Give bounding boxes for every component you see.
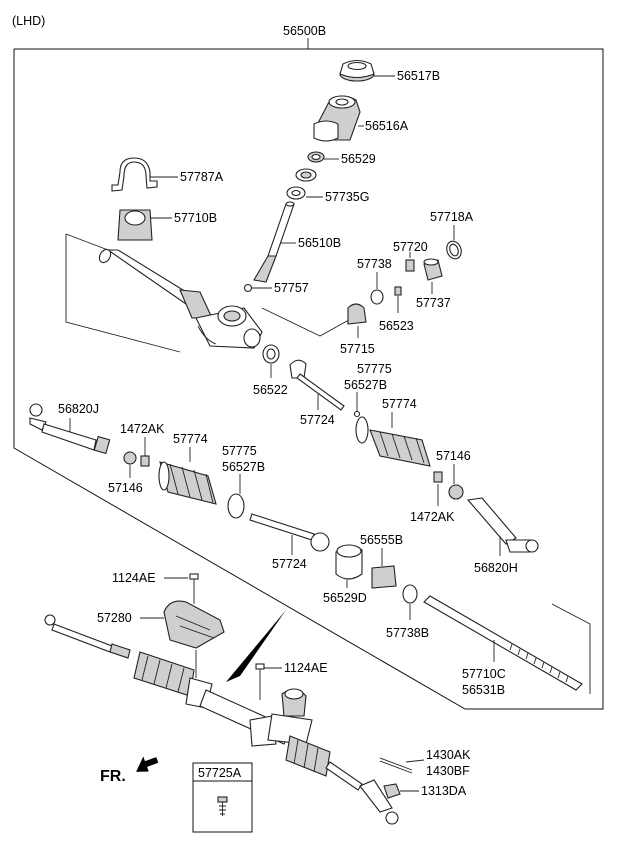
housing-outline-right [261,307,357,337]
part-56516A-housing [313,95,361,142]
label-57724-upper: 57724 [300,413,335,427]
part-56510B-pinion [253,201,295,283]
label-57757: 57757 [274,281,309,295]
assembly-frame [13,48,604,710]
label-56820H: 56820H [474,561,518,575]
part-56527B-upper [353,410,361,418]
screw-icon [217,796,228,816]
part-56529-seal [307,151,325,163]
assembly-arrow [226,610,286,682]
label-1472AK-left: 1472AK [120,422,165,436]
label-56529: 56529 [341,152,376,166]
part-56820J-tie-rod-end [29,403,111,455]
part-57757-plug [243,283,253,293]
rack-outline [551,603,591,694]
assembled-steering-gear [44,614,399,825]
label-56517B: 56517B [397,69,440,83]
part-57774-boot-right [355,416,431,467]
part-56820H-tie-rod-end [466,497,539,553]
part-57146-left [123,451,137,465]
part-57280-cover [163,600,225,649]
rack-housing [98,248,263,349]
label-57774-left: 57774 [173,432,208,446]
part-57735G-bearing [286,168,317,200]
assembly-number-label: 56500B [283,24,326,38]
label-56555B: 56555B [360,533,403,547]
front-direction-label: FR. [100,768,126,785]
label-57280: 57280 [97,611,132,625]
label-1124AE-lower: 1124AE [284,661,328,675]
label-56527B-left: 56527B [222,460,265,474]
inset-57725A: 57725A [192,762,253,833]
part-56529D-bushing [335,544,363,580]
label-57735G: 57735G [325,190,369,204]
part-56517B-cap [339,59,375,82]
label-56523: 56523 [379,319,414,333]
lhd-label: (LHD) [12,14,45,28]
part-1472AK-right [433,471,443,483]
part-57737-yoke [423,258,443,281]
part-1430AK-cotter-pin [379,757,413,774]
label-57710C: 57710C [462,667,506,681]
label-57774-upper: 57774 [382,397,417,411]
part-57710B-bushing [117,209,153,241]
part-57738-upper [370,289,384,305]
part-56523-nut [394,286,402,296]
part-57724-inner-tie-rod-upper [289,359,345,411]
housing-outline-left [65,234,181,353]
part-57718A-snap-ring [446,240,462,260]
label-57737: 57737 [416,296,451,310]
part-56555B-bushing [371,565,397,589]
label-56522: 56522 [253,383,288,397]
label-56529D: 56529D [323,591,367,605]
label-1430AK: 1430AK [426,748,471,762]
label-56510B: 56510B [298,236,341,250]
label-1313DA: 1313DA [421,784,467,798]
label-57738-upper: 57738 [357,257,392,271]
label-57738B: 57738B [386,626,429,640]
label-1430BF: 1430BF [426,764,470,778]
label-57775-left: 57775 [222,444,257,458]
part-57720-spring [405,259,415,272]
part-1124AE-bolt-upper [189,573,199,604]
part-1472AK-left [140,455,150,467]
label-56820J: 56820J [58,402,99,416]
part-57715-cap [347,303,367,325]
label-57775-upper: 57775 [357,362,392,376]
label-57146-left: 57146 [108,481,143,495]
part-1124AE-bolt-lower [255,663,265,700]
label-57724-lower: 57724 [272,557,307,571]
label-1472AK-right: 1472AK [410,510,455,524]
part-57724-inner-tie-rod-lower [249,513,330,552]
label-57720: 57720 [393,240,428,254]
part-56527B-ring-left [227,493,245,519]
label-57715: 57715 [340,342,375,356]
part-57710C-rack-bar [423,595,583,691]
part-56522-seal [262,344,280,364]
label-1124AE-upper: 1124AE [112,571,156,585]
label-56527B-upper: 56527B [344,378,387,392]
label-57710B: 57710B [174,211,217,225]
label-56531B: 56531B [462,683,505,697]
part-57787A-clamp [111,157,158,192]
part-57738B-seal [402,584,418,604]
label-57787A: 57787A [180,170,224,184]
part-57146-right [448,484,464,500]
front-arrow-icon [136,756,159,772]
part-57774-boot-left [158,461,217,505]
label-57146-right: 57146 [436,449,471,463]
inset-title: 57725A [198,766,242,780]
part-1313DA-nut [383,783,401,799]
label-56516A: 56516A [365,119,409,133]
label-57718A: 57718A [430,210,474,224]
